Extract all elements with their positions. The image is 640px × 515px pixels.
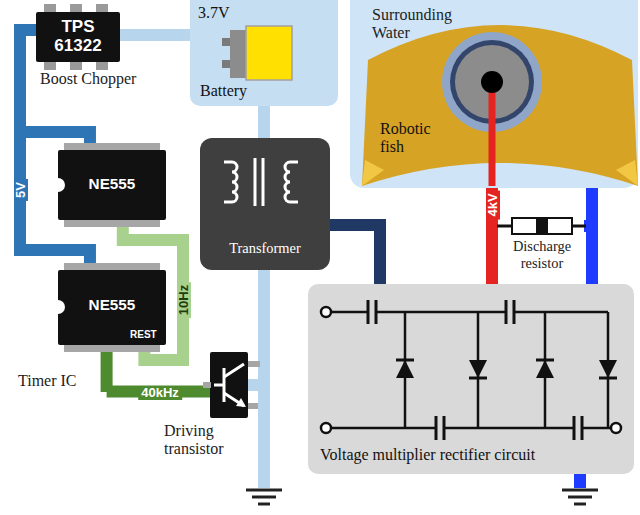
- electrode: [481, 71, 503, 93]
- chip-ic: TPS 61322Boost Chopper: [36, 12, 120, 62]
- part-caption: Battery: [200, 82, 247, 100]
- text-holder: Robotic fish: [380, 120, 450, 157]
- text-holder: 3.7V: [198, 4, 230, 22]
- part-label: Voltage multiplier rectifier circuit: [320, 446, 535, 464]
- timer-chip: NE555: [58, 150, 166, 220]
- text-holder: NE555: [58, 296, 166, 314]
- wire: [330, 225, 380, 284]
- text-holder: Surrounding Water: [372, 6, 472, 43]
- battery-symbol: [222, 26, 292, 80]
- transistor-box: Driving transistor: [210, 352, 248, 418]
- ground-symbol: [246, 490, 282, 504]
- signal-label: 5V: [14, 179, 28, 201]
- signal-label: 4kV: [486, 190, 500, 219]
- return-wire: [586, 220, 598, 284]
- chip-pins: [44, 4, 108, 70]
- multiplier-circuit: [321, 300, 621, 440]
- fish-outline: [362, 20, 638, 186]
- supply-wire: [258, 379, 270, 488]
- region-label: Surrounding Water: [372, 6, 472, 43]
- wire: [107, 345, 210, 392]
- part-label: Transformer: [200, 240, 330, 257]
- fish-tip: [362, 160, 384, 186]
- ic-notch: [58, 178, 65, 314]
- signal-label: 10Hz: [177, 282, 191, 318]
- part-caption: Driving transistor: [164, 422, 274, 459]
- text-holder: Discharge resistor: [500, 238, 584, 271]
- resistor-symbol: [497, 218, 587, 234]
- robotic-fish: Robotic fish: [362, 20, 638, 186]
- text-holder: Boost Chopper: [40, 70, 136, 88]
- text-holder: TPS 61322: [48, 18, 108, 55]
- pin-name: REST: [130, 329, 157, 341]
- part-caption: Boost Chopper: [40, 70, 136, 88]
- electrode-wire: [489, 82, 496, 186]
- fish-body: [362, 25, 638, 186]
- part-label: Robotic fish: [380, 120, 450, 157]
- label-holder: 4kV: [483, 190, 501, 219]
- label-holder: 40kHz: [138, 383, 182, 401]
- text-holder: NE555: [58, 175, 166, 193]
- resistor-part: Discharge resistor: [500, 212, 584, 292]
- signal-label: 40kHz: [138, 386, 182, 400]
- text-holder: Transformer: [200, 240, 330, 257]
- transistor-symbol: [203, 361, 260, 409]
- fish-tip: [616, 160, 638, 186]
- text-holder: Battery: [200, 82, 247, 100]
- text-holder: Timer IC: [18, 372, 77, 390]
- ground-symbol: [562, 490, 598, 504]
- multiplier-box: Voltage multiplier rectifier circuit: [308, 284, 634, 474]
- ic-pins: [64, 143, 160, 352]
- timer-chip: NE555RESTTimer IC: [58, 270, 166, 345]
- wire: [248, 270, 264, 385]
- chip-label: NE555: [58, 296, 166, 314]
- wire: [258, 106, 270, 138]
- diode-symbol: [396, 360, 617, 378]
- transformer-box: Transformer: [200, 138, 330, 270]
- label-holder: 5V: [11, 179, 29, 201]
- chip-label: TPS 61322: [48, 18, 108, 55]
- part-caption: Timer IC: [18, 372, 77, 390]
- text-holder: REST: [130, 329, 157, 341]
- wire: [120, 29, 190, 41]
- chip-label: NE555: [58, 175, 166, 193]
- text-holder: Driving transistor: [164, 422, 274, 459]
- return-wire: [574, 474, 586, 488]
- label-holder: 10Hz: [174, 282, 192, 318]
- transformer-symbol: [224, 158, 298, 206]
- text-holder: Voltage multiplier rectifier circuit: [320, 446, 535, 464]
- voltage-label: 3.7V: [198, 4, 230, 22]
- wire: [584, 188, 592, 226]
- part-caption: Discharge resistor: [500, 238, 584, 271]
- battery-panel: 3.7V Battery: [190, 0, 338, 106]
- water-region: Surrounding WaterRobotic fish: [350, 0, 638, 188]
